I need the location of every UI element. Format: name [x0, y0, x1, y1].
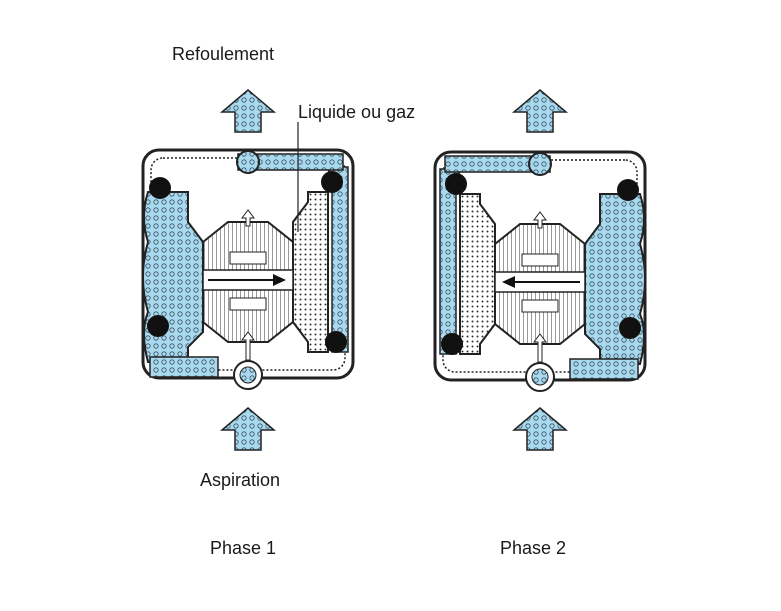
suction-arrow-phase2	[513, 407, 567, 451]
discharge-label: Refoulement	[172, 44, 275, 64]
suction-arrow-phase1	[221, 407, 275, 451]
phase2-label: Phase 2	[500, 538, 567, 558]
discharge-arrow-phase1	[221, 89, 275, 133]
phase1-pump	[141, 148, 355, 391]
suction-label: Aspiration	[200, 470, 281, 490]
phase2-pump	[433, 150, 647, 393]
fluid-label: Liquide ou gaz	[298, 102, 416, 122]
phase1-label: Phase 1	[210, 538, 277, 558]
discharge-arrow-phase2	[513, 89, 567, 133]
